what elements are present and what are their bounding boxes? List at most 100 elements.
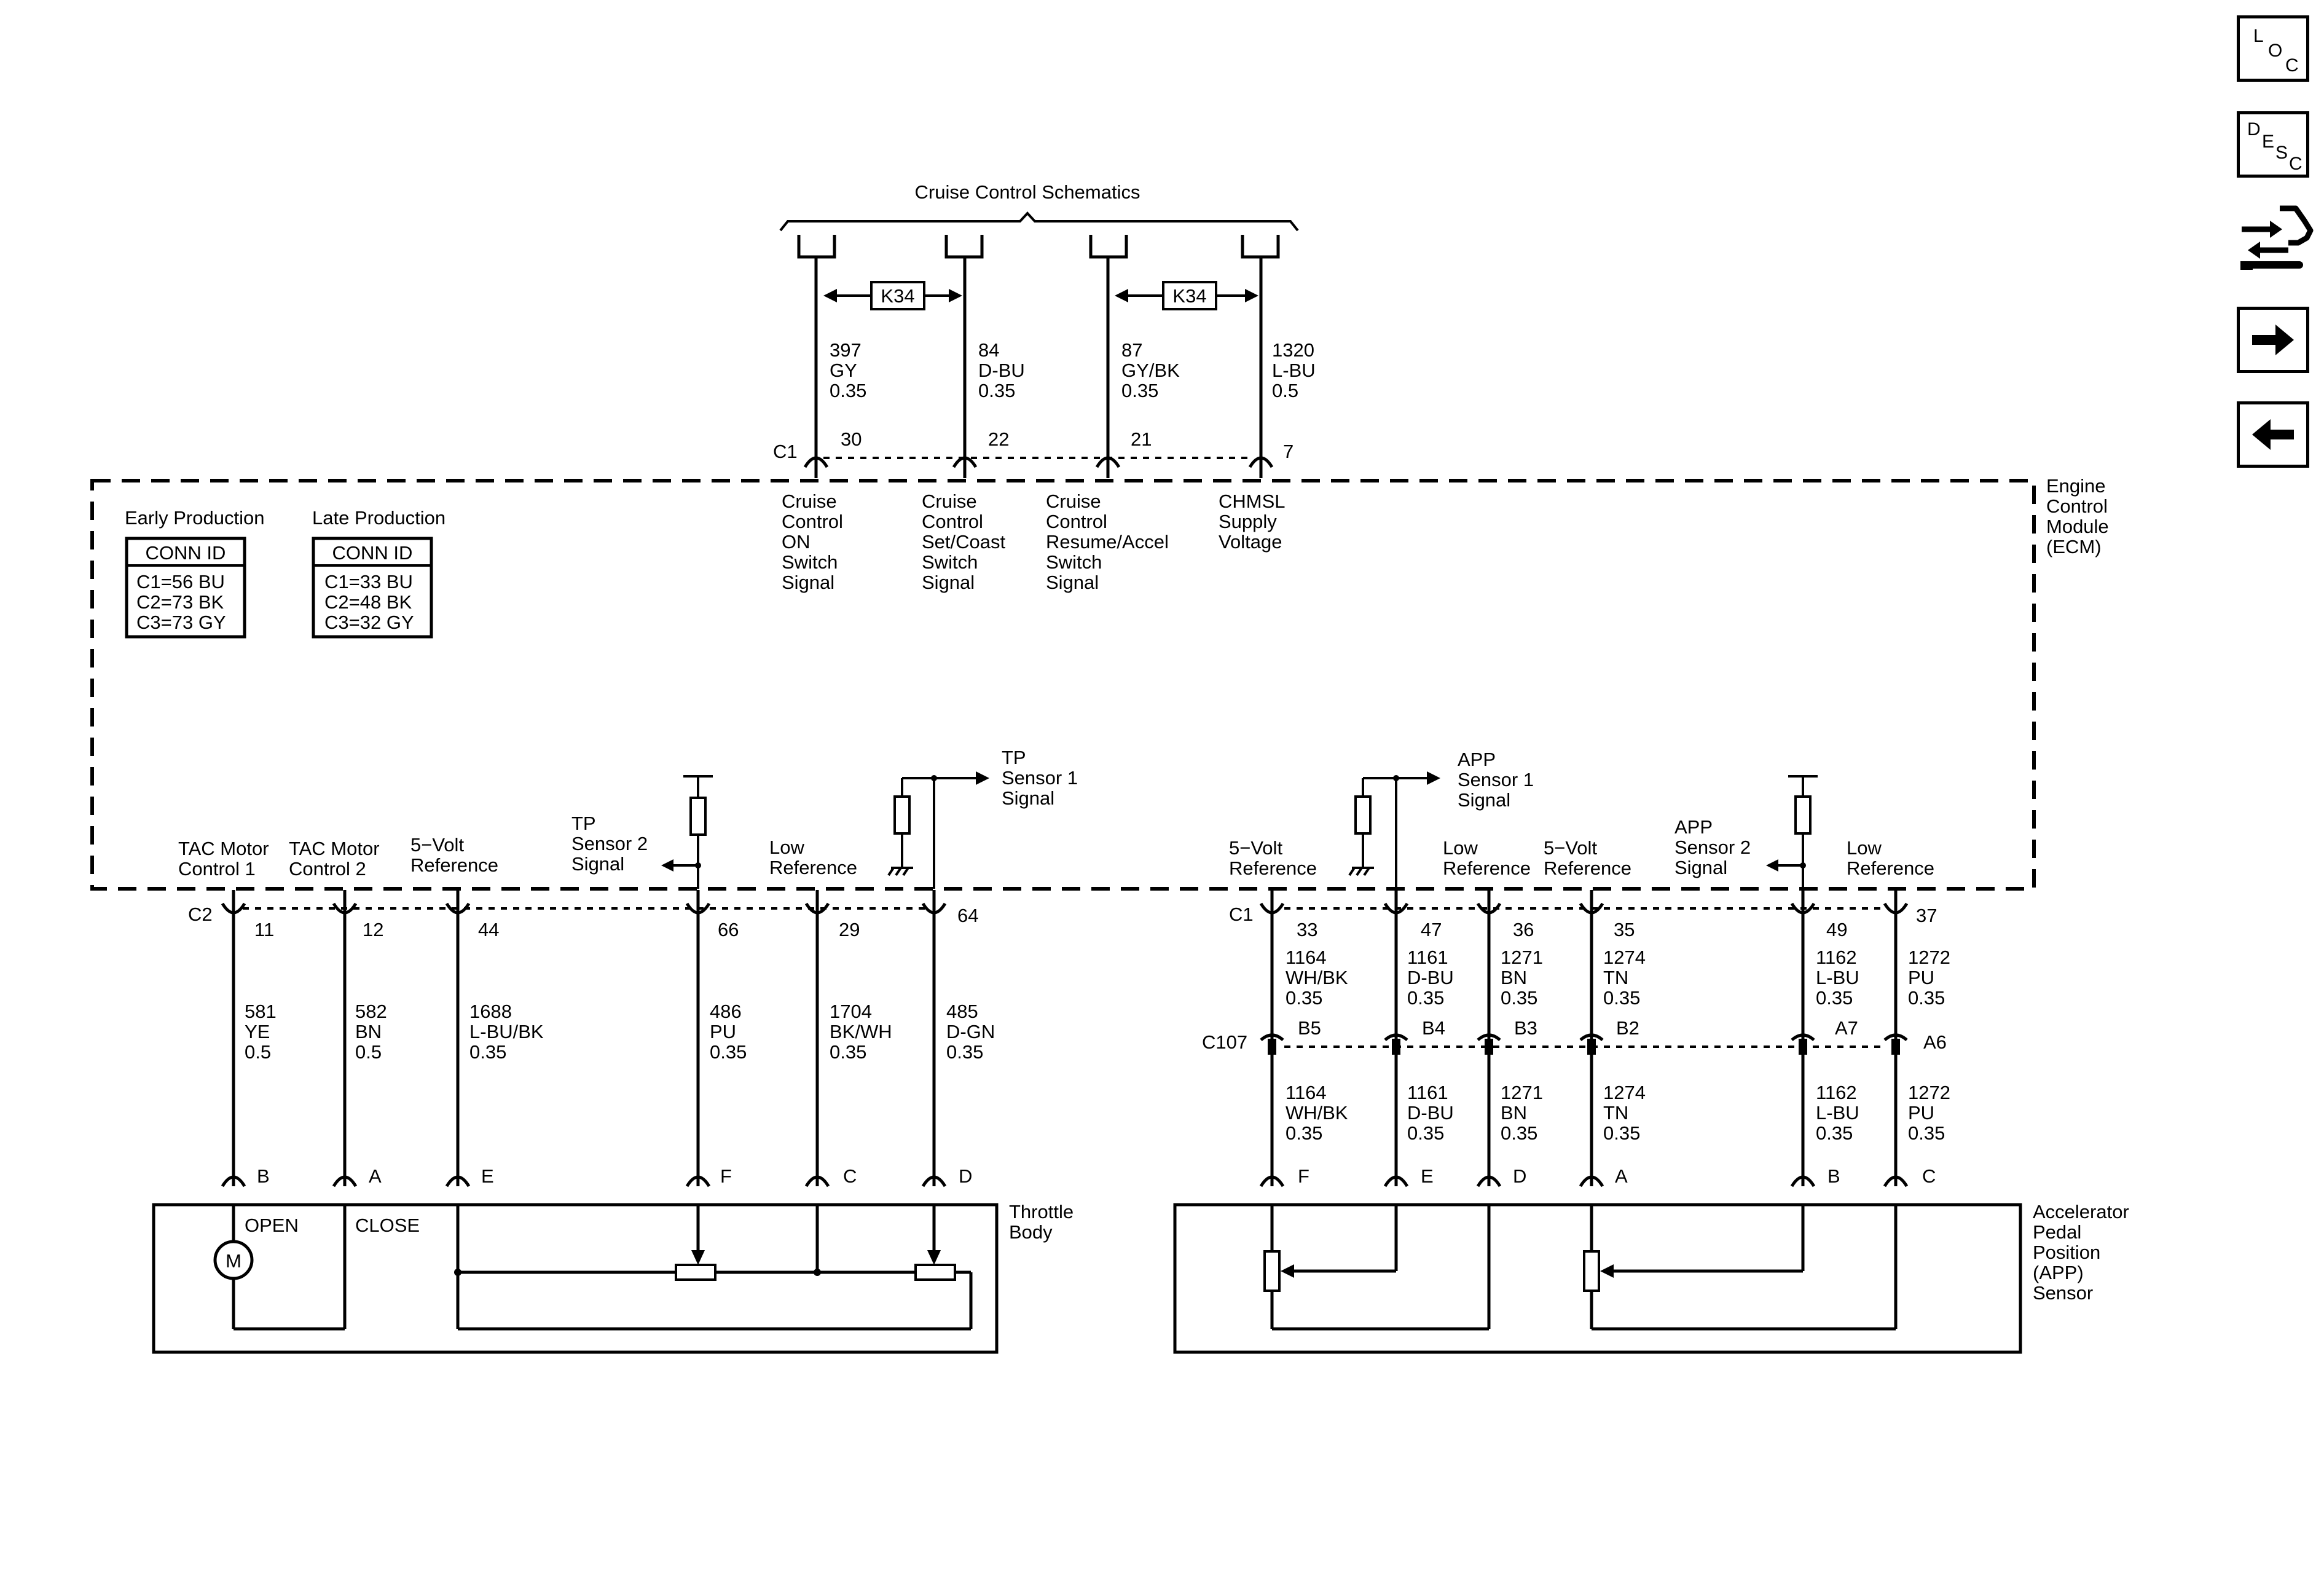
svg-text:1272: 1272 [1908,1082,1950,1103]
svg-text:Signal: Signal [571,853,624,875]
pin-app-33: 33 [1259,902,1317,940]
wire-label-1271-upper: 1271 BN 0.35 [1501,947,1543,1009]
svg-text:B3: B3 [1514,1017,1537,1039]
pin-tp2: 66 [685,902,739,940]
function-label-resume-accel: Cruise Control Resume/Accel Switch Signa… [1046,490,1169,593]
svg-text:1704: 1704 [830,1001,872,1022]
pin-tac1: 11 [221,902,274,940]
connector-harness-button[interactable] [2237,200,2314,286]
svg-text:Reference: Reference [1443,857,1531,879]
svg-text:PU: PU [1908,967,1934,988]
pin-app-35: 35 [1579,902,1635,940]
wire-label-582: 582 BN 0.5 [355,1001,387,1063]
svg-text:44: 44 [478,919,499,940]
loc-button[interactable]: L O C [2237,15,2309,82]
pin-app-36: 36 [1476,902,1534,940]
function-label-tp2: TP Sensor 2 Signal [571,813,648,875]
svg-text:Position: Position [2033,1242,2100,1263]
svg-text:33: 33 [1297,919,1317,940]
svg-text:0.35: 0.35 [1603,987,1640,1009]
svg-text:B5: B5 [1298,1017,1321,1039]
svg-text:CHMSL: CHMSL [1219,490,1286,512]
svg-text:1162: 1162 [1816,1082,1857,1103]
svg-text:37: 37 [1916,905,1937,926]
wire-label-1272-upper: 1272 PU 0.35 [1908,947,1950,1009]
svg-text:Signal: Signal [1674,857,1727,878]
svg-text:0.35: 0.35 [946,1041,983,1063]
svg-text:1320: 1320 [1272,339,1314,361]
svg-text:Low: Low [769,837,804,858]
top-pin-label-21: 21 [1131,428,1152,450]
svg-text:C1=33 BU: C1=33 BU [324,571,413,593]
svg-text:36: 36 [1513,919,1534,940]
svg-text:C: C [843,1165,857,1187]
svg-text:D: D [959,1165,972,1187]
wire-label-1162-upper: 1162 L-BU 0.35 [1816,947,1859,1009]
svg-text:397: 397 [830,339,862,361]
loc-letter-c: C [2285,55,2299,76]
svg-text:E: E [1421,1165,1434,1187]
function-label-ref5v: 5−Volt Reference [410,834,498,876]
svg-text:0.35: 0.35 [1501,987,1537,1009]
function-label-tac1: TAC Motor Control 1 [178,838,269,880]
previous-button[interactable] [2237,401,2309,468]
svg-text:Reference: Reference [1544,857,1631,879]
svg-text:0.35: 0.35 [1908,1122,1945,1144]
fork-bar-1 [797,235,836,467]
svg-text:Module: Module [2046,516,2109,537]
term-app-B: B [1790,1165,1840,1187]
svg-text:1271: 1271 [1501,1082,1543,1103]
desc-button[interactable]: D E S C [2237,111,2309,178]
svg-text:Signal: Signal [1002,787,1054,809]
svg-text:GY: GY [830,360,857,381]
svg-text:APP: APP [1674,816,1713,838]
wire-label-581: 581 YE 0.5 [245,1001,277,1063]
svg-text:B2: B2 [1616,1017,1639,1039]
top-pin-label-7: 7 [1283,441,1294,462]
function-label-app2: APP Sensor 2 Signal [1674,816,1751,878]
svg-text:Signal: Signal [1458,789,1510,811]
svg-text:1164: 1164 [1286,1082,1327,1103]
term-F-tp2: F [685,1165,732,1187]
wire-label-1161-lower: 1161 D-BU 0.35 [1407,1082,1454,1144]
inline-connector-id: C107 [1202,1031,1247,1053]
next-button[interactable] [2237,307,2309,373]
svg-text:BN: BN [1501,1102,1527,1124]
fork-bar-3 [1089,235,1128,467]
function-label-app-low1: Low Reference [1443,837,1531,879]
svg-text:Control: Control [1046,511,1107,532]
function-label-app-ref1: 5−Volt Reference [1229,837,1317,879]
svg-text:YE: YE [245,1021,270,1042]
svg-text:0.5: 0.5 [1272,380,1298,401]
svg-text:L-BU/BK: L-BU/BK [469,1021,544,1042]
svg-text:L-BU: L-BU [1272,360,1316,381]
svg-text:0.35: 0.35 [1816,1122,1853,1144]
svg-text:TAC Motor: TAC Motor [289,838,380,859]
inline-pin-b3: B3 [1477,1017,1537,1055]
svg-text:84: 84 [978,339,999,361]
svg-text:5−Volt: 5−Volt [410,834,464,856]
svg-text:0.35: 0.35 [1286,1122,1322,1144]
svg-text:D-BU: D-BU [978,360,1025,381]
svg-text:ON: ON [782,531,811,553]
open-label: OPEN [245,1215,299,1236]
function-label-tp1: TP Sensor 1 Signal [1002,747,1078,809]
term-B-tac1: B [221,1165,270,1187]
svg-text:11: 11 [254,919,274,940]
tp-sensors [454,1205,973,1331]
svg-text:Reference: Reference [410,854,498,876]
k34-arrowhead-right-1 [949,289,962,302]
app-connector-id: C1 [1229,904,1254,925]
svg-text:Supply: Supply [1219,511,1277,532]
svg-text:Control: Control [922,511,983,532]
svg-text:D-GN: D-GN [946,1021,995,1042]
wire-label-486: 486 PU 0.35 [710,1001,747,1063]
svg-text:Switch: Switch [1046,551,1102,573]
pin-app-49: 49 [1790,902,1847,940]
svg-text:Reference: Reference [1847,857,1934,879]
svg-text:0.35: 0.35 [1407,987,1444,1009]
svg-text:Control: Control [782,511,843,532]
desc-letter-e: E [2262,132,2275,152]
svg-text:1272: 1272 [1908,947,1950,968]
